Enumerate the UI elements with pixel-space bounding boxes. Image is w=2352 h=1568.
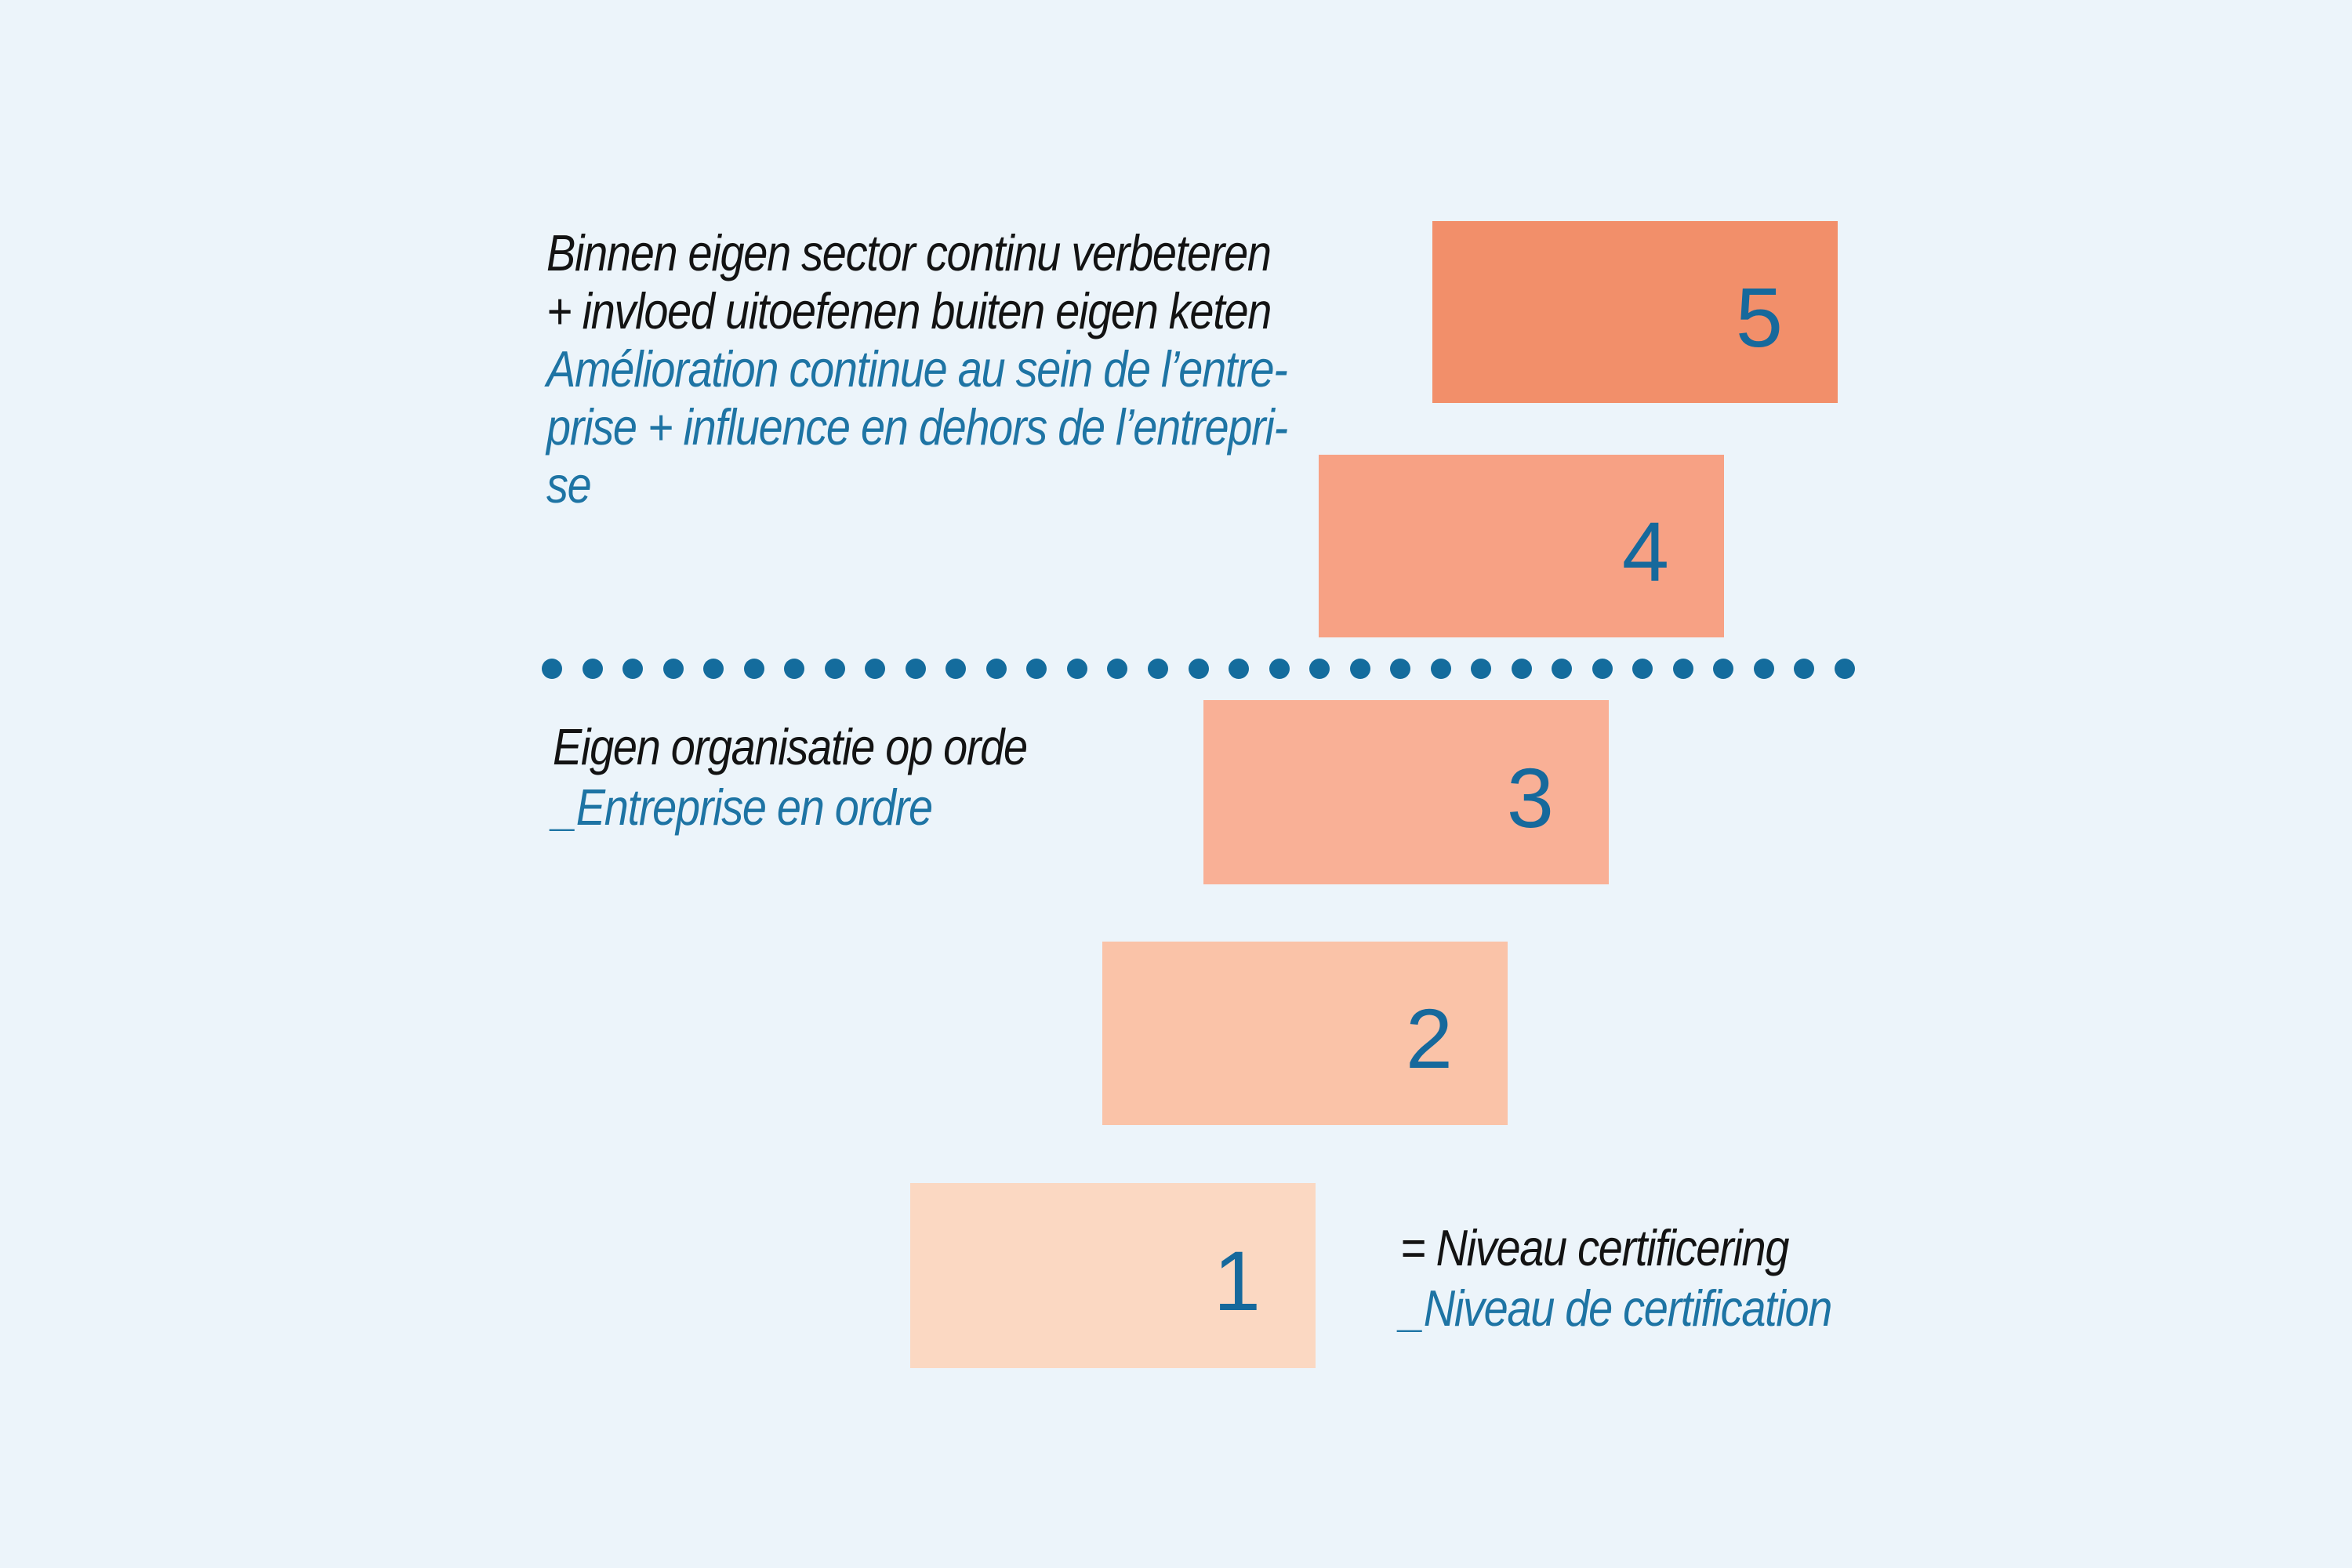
divider-dot: [1390, 659, 1411, 679]
top-annotation-nl-line-1: Binnen eigen sector continu verbeteren: [546, 224, 1272, 281]
divider-dot: [784, 659, 805, 679]
divider-dot: [905, 659, 926, 679]
level-5-block: 5: [1432, 221, 1838, 403]
divider-dot: [1794, 659, 1815, 679]
divider-dot: [1632, 659, 1653, 679]
divider-dot: [662, 659, 684, 679]
middle-annotation-nl: Eigen organisatie op orde: [553, 718, 1028, 775]
divider-dot: [1552, 659, 1573, 679]
divider-dot: [1066, 659, 1087, 679]
middle-annotation: Eigen organisatie op orde _Entreprise en…: [553, 717, 1028, 837]
level-1-block: 1: [910, 1183, 1316, 1368]
level-4-block: 4: [1319, 455, 1724, 637]
divider-dot: [1430, 659, 1451, 679]
top-annotation-fr-line-2: prise + influence en dehors de l’entrepr…: [546, 398, 1288, 456]
level-2-block: 2: [1102, 942, 1508, 1125]
divider-dot: [1147, 659, 1168, 679]
divider-dotted-line: [542, 659, 1855, 679]
divider-dot: [1471, 659, 1492, 679]
divider-dot: [1188, 659, 1209, 679]
level-5-number: 5: [1735, 270, 1783, 365]
level-1-number: 1: [1213, 1233, 1261, 1328]
divider-dot: [865, 659, 886, 679]
divider-dot: [1229, 659, 1250, 679]
divider-dot: [1713, 659, 1734, 679]
level-4-number: 4: [1621, 503, 1669, 599]
divider-dot: [1349, 659, 1370, 679]
legend: = Niveau certificering _Niveau de certif…: [1400, 1218, 1832, 1338]
top-annotation: Binnen eigen sector continu verbeteren +…: [546, 224, 1288, 514]
divider-dot: [622, 659, 644, 679]
divider-dot: [1309, 659, 1330, 679]
divider-dot: [946, 659, 967, 679]
divider-dot: [824, 659, 845, 679]
divider-dot: [1026, 659, 1047, 679]
divider-dot: [1672, 659, 1693, 679]
level-3-number: 3: [1506, 750, 1554, 845]
middle-annotation-fr: _Entreprise en ordre: [553, 779, 933, 836]
divider-dot: [743, 659, 764, 679]
divider-dot: [1269, 659, 1290, 679]
legend-nl: = Niveau certificering: [1400, 1219, 1789, 1276]
legend-fr: _Niveau de certification: [1400, 1279, 1832, 1337]
divider-dot: [1835, 659, 1855, 679]
divider-dot: [985, 659, 1007, 679]
top-annotation-fr-line-1: Amélioration continue au sein de l’entre…: [546, 340, 1288, 397]
divider-dot: [1753, 659, 1774, 679]
divider-dot: [1511, 659, 1532, 679]
top-annotation-fr-line-3: se: [546, 456, 592, 514]
divider-dot: [582, 659, 603, 679]
divider-dot: [1592, 659, 1613, 679]
level-3-block: 3: [1203, 700, 1609, 884]
divider-dot: [703, 659, 724, 679]
level-2-number: 2: [1405, 991, 1453, 1086]
top-annotation-nl-line-2: + invloed uitoefenen buiten eigen keten: [546, 282, 1272, 339]
divider-dot: [542, 659, 562, 679]
divider-dot: [1107, 659, 1128, 679]
